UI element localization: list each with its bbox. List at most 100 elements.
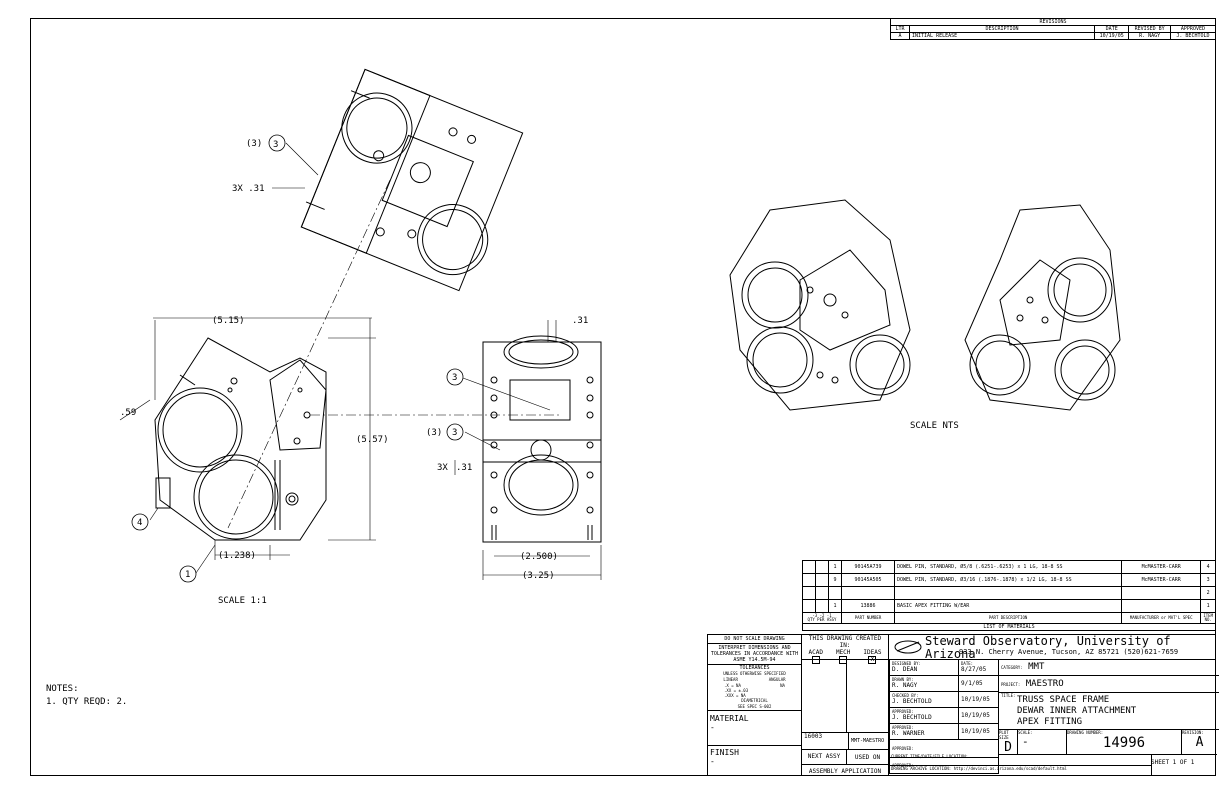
material-label: MATERIAL (710, 714, 749, 723)
bom-mfr (1120, 599, 1202, 613)
current-time-label: CURRENT TIME/DATE/FILE LOCATION: (889, 754, 1152, 766)
side-balloon-3a (446, 368, 464, 386)
bom-qty: 1 (828, 599, 842, 613)
iso-view-left (729, 199, 911, 411)
plot-size-label: PLOT SIZE (999, 730, 1009, 740)
sheet-number: SHEET 1 OF 1 (1151, 759, 1195, 766)
bill-of-materials: 1 90145A739 DOWEL PIN, STANDARD, Ø5/8 (.… (802, 560, 1216, 631)
bom-part: 13886 (841, 599, 895, 613)
bom-hdr-qty: -3 -2 -1 (812, 613, 832, 618)
bom-qty: 9 (828, 573, 842, 587)
tol-see-spec: SEE SPEC S-002 (708, 704, 801, 711)
side-dim-3x: 3X (437, 463, 448, 473)
next-assy-name: MMT-MAESTRO (851, 738, 885, 744)
interpret-note: INTERPRET DIMENSIONS AND TOLERANCES IN A… (708, 644, 801, 665)
bom-part (841, 586, 895, 600)
tol-angular-label: ANGULAR (768, 677, 786, 682)
date-label: DATE: (961, 661, 974, 666)
plot-size: D (1004, 740, 1012, 755)
bom-row: 1 90145A739 DOWEL PIN, STANDARD, Ø5/8 (.… (802, 560, 1216, 574)
tol-linear-label: LINEAR (723, 677, 738, 682)
designed-date: 8/27/05 (961, 666, 987, 673)
tol-diametrical: DIAMETRICAL (741, 698, 768, 703)
main-view-scale: SCALE 1:1 (218, 596, 267, 606)
designed-by-label: DESIGNED BY: (892, 661, 921, 666)
approved-label: APPROVED: (892, 709, 914, 714)
tolerances-unless: UNLESS OTHERWISE SPECIFIED (723, 671, 786, 676)
notes-title: NOTES: (46, 684, 79, 694)
main-view (154, 337, 327, 541)
side-dim-31: .31 (572, 316, 588, 326)
drawing-number-label: DRAWING NUMBER: (1067, 730, 1104, 735)
top-balloon-3 (268, 134, 286, 152)
side-view (482, 335, 602, 543)
cad-acad-checkbox (811, 656, 820, 664)
revision-row: A INITIAL RELEASE 10/19/05 R. NAGY J. BE… (890, 32, 1217, 40)
bom-item: 4 (1200, 560, 1216, 574)
cad-ideas-checkbox: X (868, 656, 877, 664)
bom-desc: DOWEL PIN, STANDARD, Ø3/16 (.1876-.1878)… (894, 573, 1122, 587)
tol-x: .X = NA (724, 683, 741, 688)
top-callout-num: 3 (273, 140, 278, 150)
archive-location: DRAWING ARCHIVE LOCATION: http://devinci… (889, 766, 1152, 775)
balloon-1-label: 1 (185, 570, 190, 580)
category-label: CATEGORY: (1001, 665, 1023, 670)
notes: NOTES: 1. QTY REQD: 2. (46, 683, 127, 709)
side-balloon-3b-label: 3 (452, 428, 457, 438)
drawing-border (30, 18, 1216, 776)
bom-part: 90145A505 (841, 573, 895, 587)
side-balloon-3b (446, 423, 464, 441)
drawing-number: 14996 (1102, 735, 1146, 751)
used-on-label: USED ON (854, 753, 881, 761)
approved-2: R. WARNER (892, 730, 925, 737)
tol-xx: .XX = ±.03 (724, 688, 749, 693)
title-line-2: DEWAR INNER ATTACHMENT (1017, 706, 1137, 716)
side-dim-2500: (2.500) (520, 552, 558, 562)
revision-value: A (1195, 735, 1204, 750)
category: MMT (1028, 662, 1045, 672)
next-assy-label: NEXT ASSY (802, 750, 847, 764)
note-item: 1. QTY REQD: 2. (46, 697, 128, 707)
iso-view-right (964, 204, 1121, 411)
checked-by-label: CHECKED BY: (892, 693, 919, 698)
cad-acad-label: ACAD (808, 649, 823, 656)
approved-label: APPROVED: (892, 725, 914, 730)
finish-label: FINISH (710, 748, 739, 757)
side-balloon-3a-label: 3 (452, 373, 457, 383)
bom-hdr-mfr: MANUFACTURER or MAT'L SPEC (1120, 612, 1202, 624)
do-not-scale: DO NOT SCALE DRAWING (708, 635, 801, 644)
title-label: TITLE: (1001, 693, 1016, 698)
org-name: Steward Observatory, University of Arizo… (925, 634, 1171, 661)
main-dim-59: .59 (120, 408, 136, 418)
bom-row: 9 90145A505 DOWEL PIN, STANDARD, Ø3/16 (… (802, 573, 1216, 587)
project-label: PROJECT: (1001, 682, 1021, 687)
cad-block: THIS DRAWING CREATED IN: ACAD MECH IDEAS… (801, 634, 889, 776)
bom-desc: DOWEL PIN, STANDARD, Ø5/8 (.6251-.6253) … (894, 560, 1122, 574)
created-in-label: THIS DRAWING CREATED IN: (808, 635, 882, 649)
tol-xxx: .XXX = NA (724, 693, 746, 698)
finish-value: - (710, 757, 715, 766)
bom-part: 90145A739 (841, 560, 895, 574)
approved-label: APPROVED: (892, 746, 914, 751)
bom-qty: 1 (828, 560, 842, 574)
balloon-1 (179, 565, 197, 583)
org-address: 933 N. Cherry Avenue, Tucson, AZ 85721 (… (959, 648, 1179, 656)
tolerances-title: TOLERANCES (739, 665, 770, 671)
bom-qty (828, 586, 842, 600)
scale-label: SCALE: (1018, 730, 1033, 735)
approved-1: J. BECHTOLD (892, 714, 932, 721)
bom-item: 3 (1200, 573, 1216, 587)
top-rotated-view (300, 68, 524, 292)
bom-title: LIST OF MATERIALS (802, 623, 1216, 631)
title-line-1: TRUSS SPACE FRAME (1017, 695, 1110, 705)
tol-ang: NA (780, 683, 785, 688)
checked-date: 10/19/05 (958, 691, 999, 708)
side-dim-31b: .31 (456, 463, 472, 473)
bom-item: 2 (1200, 586, 1216, 600)
approved-1-date: 10/19/05 (958, 707, 999, 724)
drawn-by: R. NAGY (892, 682, 918, 689)
revision-label: REVISION: (1182, 730, 1204, 735)
main-dim-height: (5.57) (356, 435, 389, 445)
